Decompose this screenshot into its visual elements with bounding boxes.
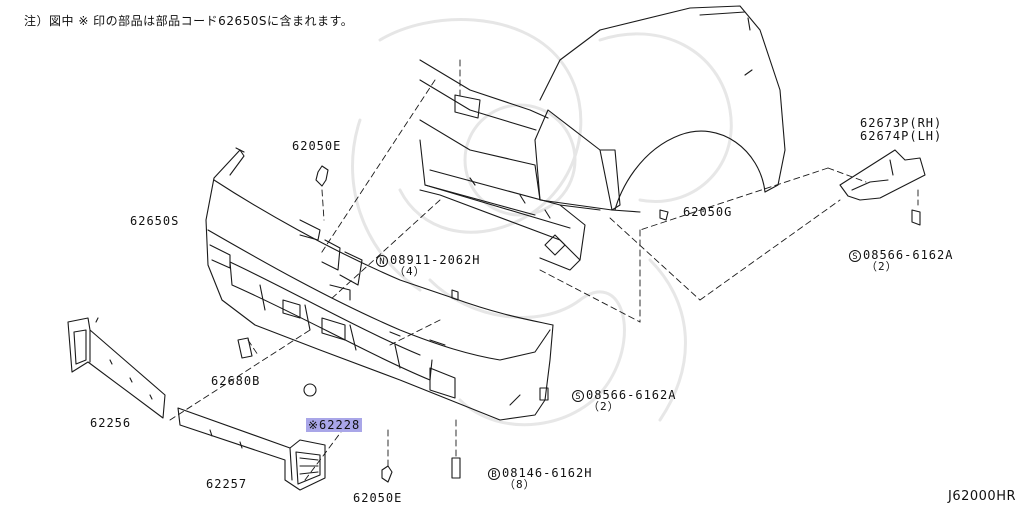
part-label-62673p[interactable]: 62673P(RH) <box>860 116 943 130</box>
part-number: 08566-6162A <box>863 248 954 262</box>
diagram-note: 注）図中 ※ 印の部品は部品コード62650Sに含まれます。 <box>24 14 354 28</box>
part-number: 08911-2062H <box>390 253 481 267</box>
part-label-62228[interactable]: ※62228 <box>306 418 363 432</box>
bumper-fascia <box>205 147 554 421</box>
side-bracket <box>839 149 926 201</box>
watermark <box>351 18 733 427</box>
leader-lines <box>169 59 919 481</box>
diagram-code: J62000HR <box>948 489 1016 504</box>
part-label-62256[interactable]: 62256 <box>90 416 132 430</box>
part-label-62257[interactable]: 62257 <box>206 477 248 491</box>
part-label-62650s[interactable]: 62650S <box>130 214 180 228</box>
body-structure <box>419 59 601 271</box>
reinforcement-62256 <box>67 317 166 419</box>
qty-08146: （8） <box>504 478 536 491</box>
fasteners <box>237 165 921 483</box>
part-label-62050e-top[interactable]: 62050E <box>292 139 342 153</box>
fender <box>534 5 786 213</box>
part-label-62050e-bottom[interactable]: 62050E <box>353 491 403 505</box>
qty-08566-mid: （2） <box>588 400 620 413</box>
part-number: 08566-6162A <box>586 388 677 402</box>
part-number: 08146-6162H <box>502 466 593 480</box>
grille-62257 <box>177 407 326 491</box>
qty-08911: （4） <box>394 265 426 278</box>
part-label-62050g[interactable]: 62050G <box>683 205 733 219</box>
symbol-s-badge: S <box>849 249 861 262</box>
symbol-s-badge: S <box>572 389 584 402</box>
part-label-62680b[interactable]: 62680B <box>211 374 261 388</box>
symbol-n-badge: N <box>376 254 388 267</box>
qty-08566-right: （2） <box>866 260 898 273</box>
part-label-62674p[interactable]: 62674P(LH) <box>860 129 943 143</box>
highlighted-part-number: ※62228 <box>306 418 363 432</box>
symbol-b-badge: B <box>488 467 500 480</box>
